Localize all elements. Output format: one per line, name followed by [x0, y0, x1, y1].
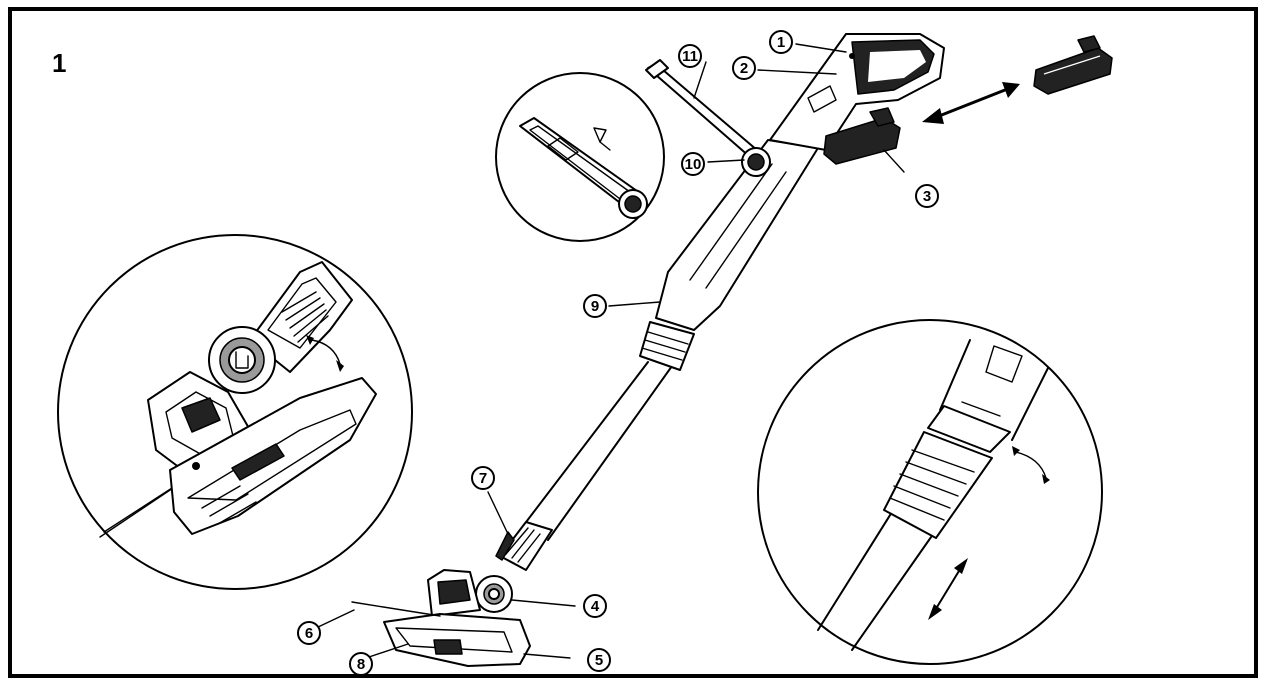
- callout-label: 3: [923, 188, 931, 205]
- callout-label: 8: [357, 656, 365, 673]
- callout-9: 9: [583, 294, 607, 318]
- insert-remove-arrow: [922, 82, 1020, 124]
- detail-circle-head: [57, 234, 413, 590]
- callout-circle: [349, 652, 373, 676]
- callout-circle: [769, 30, 793, 54]
- callout-11: 11: [678, 44, 702, 68]
- callout-circle: [587, 648, 611, 672]
- callout-2: 2: [732, 56, 756, 80]
- detail-circle-handle: [495, 72, 665, 242]
- callout-circle: [732, 56, 756, 80]
- callout-6: 6: [297, 621, 321, 645]
- callout-label: 2: [740, 60, 748, 77]
- callout-circle: [297, 621, 321, 645]
- callout-label: 4: [591, 598, 600, 615]
- callout-3: 3: [915, 184, 939, 208]
- detail-circle-collar: [757, 319, 1103, 665]
- callout-circle: [915, 184, 939, 208]
- callout-circle: [583, 594, 607, 618]
- callout-circle: [583, 294, 607, 318]
- trimmer-main: [351, 33, 945, 667]
- callout-label: 9: [591, 298, 599, 315]
- callout-label: 10: [685, 156, 702, 173]
- callout-label: 7: [479, 470, 487, 487]
- callout-label: 5: [595, 652, 603, 669]
- callout-8: 8: [349, 652, 373, 676]
- callout-7: 7: [471, 466, 495, 490]
- callout-5: 5: [587, 648, 611, 672]
- callout-circle: [471, 466, 495, 490]
- figure-number: 1: [52, 48, 67, 78]
- callout-label: 11: [682, 48, 698, 65]
- callout-badges: 1 2 3 4 5 6 7 8 9 10 11: [297, 30, 939, 676]
- leader-lines: [315, 43, 905, 659]
- battery-detached: [1033, 35, 1113, 95]
- callout-circle: [678, 44, 702, 68]
- callout-circle: [681, 152, 705, 176]
- callout-4: 4: [583, 594, 607, 618]
- callout-1: 1: [769, 30, 793, 54]
- callout-label: 1: [777, 34, 785, 51]
- callout-10: 10: [681, 152, 705, 176]
- callout-label: 6: [305, 625, 313, 642]
